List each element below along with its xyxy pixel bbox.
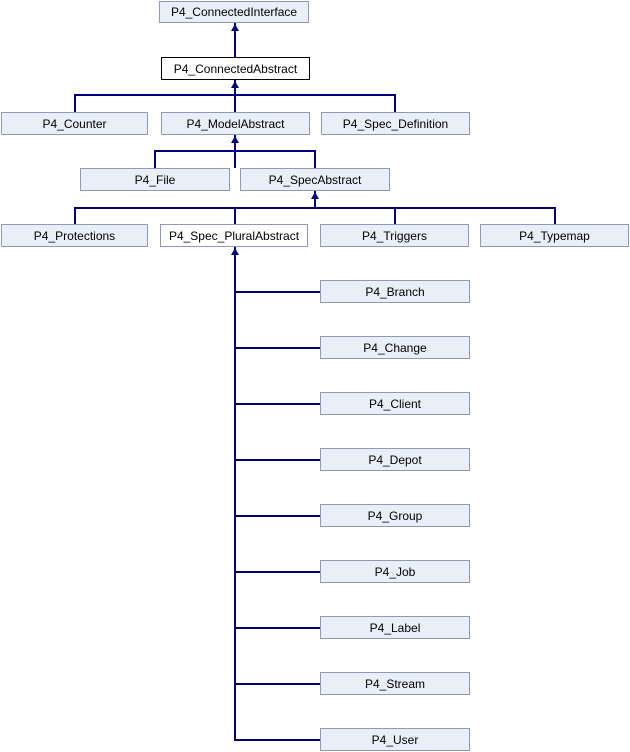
class-node-p4_triggers[interactable]: P4_Triggers	[320, 224, 469, 247]
inheritance-edge-segment	[394, 207, 396, 224]
inheritance-edge-segment	[154, 150, 156, 168]
inheritance-edge-segment	[234, 683, 320, 685]
inheritance-edge-segment	[234, 291, 320, 293]
inheritance-edge-segment	[234, 207, 236, 224]
inheritance-arrow-up-icon	[231, 81, 239, 88]
inheritance-arrow-up-icon	[231, 24, 239, 31]
inheritance-edge-segment	[234, 515, 320, 517]
inheritance-edge-segment	[234, 247, 236, 741]
class-node-p4_protections[interactable]: P4_Protections	[1, 224, 148, 247]
class-node-p4_change[interactable]: P4_Change	[320, 336, 470, 359]
inheritance-edge-segment	[314, 191, 316, 208]
inheritance-edge-segment	[234, 627, 320, 629]
class-node-p4_client[interactable]: P4_Client	[320, 392, 470, 415]
class-node-p4_spec_definition[interactable]: P4_Spec_Definition	[321, 112, 470, 135]
inheritance-edge-segment	[74, 94, 396, 96]
inheritance-edge-segment	[554, 207, 556, 224]
inheritance-edge-segment	[314, 150, 316, 168]
inheritance-edge-segment	[234, 80, 236, 112]
inheritance-arrow-up-icon	[311, 192, 319, 199]
inheritance-edge-segment	[74, 207, 556, 209]
inheritance-edge-segment	[394, 94, 396, 112]
inheritance-arrow-up-icon	[231, 136, 239, 143]
inheritance-edge-segment	[234, 23, 236, 57]
class-node-p4_modelabstract[interactable]: P4_ModelAbstract	[161, 112, 310, 135]
class-node-p4_label[interactable]: P4_Label	[320, 616, 470, 639]
class-node-p4_depot[interactable]: P4_Depot	[320, 448, 470, 471]
class-node-p4_connectedabstract: P4_ConnectedAbstract	[161, 57, 310, 80]
inheritance-edge-segment	[234, 347, 320, 349]
class-node-p4_user[interactable]: P4_User	[320, 728, 470, 751]
class-node-p4_stream[interactable]: P4_Stream	[320, 672, 470, 695]
class-node-p4_group[interactable]: P4_Group	[320, 504, 470, 527]
inheritance-edge-segment	[234, 459, 320, 461]
class-node-p4_connectedinterface[interactable]: P4_ConnectedInterface	[159, 1, 309, 23]
inheritance-edge-segment	[234, 403, 320, 405]
inheritance-edge-segment	[234, 571, 320, 573]
inheritance-edge-segment	[154, 150, 316, 152]
class-node-p4_job[interactable]: P4_Job	[320, 560, 470, 583]
class-node-p4_branch[interactable]: P4_Branch	[320, 280, 470, 303]
class-node-p4_file[interactable]: P4_File	[80, 168, 230, 191]
class-node-p4_counter[interactable]: P4_Counter	[1, 112, 148, 135]
inheritance-edge-segment	[234, 739, 320, 741]
inheritance-arrow-up-icon	[231, 248, 239, 255]
inheritance-edge-segment	[74, 207, 76, 224]
class-node-p4_spec_pluralabstract[interactable]: P4_Spec_PluralAbstract	[160, 224, 308, 247]
class-node-p4_specabstract[interactable]: P4_SpecAbstract	[240, 168, 390, 191]
class-node-p4_typemap[interactable]: P4_Typemap	[480, 224, 629, 247]
inheritance-edge-segment	[74, 94, 76, 112]
